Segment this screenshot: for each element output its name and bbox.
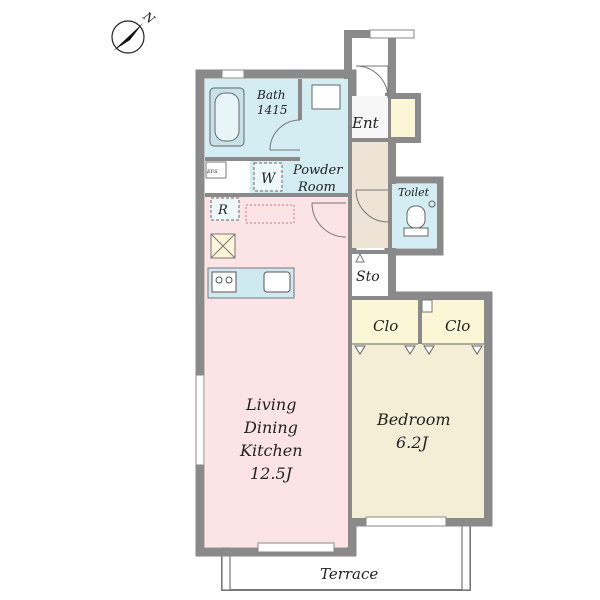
overhead-cabinet (245, 204, 295, 224)
windows (195, 29, 447, 553)
bedroom-label: Bedroom (376, 410, 451, 429)
terrace-label: Terrace (320, 565, 378, 583)
kitchen-sink (263, 271, 291, 293)
room-fills (205, 79, 484, 547)
fridge-box (210, 197, 240, 221)
burner-2-icon (225, 276, 233, 284)
powder-room-label-2: Room (297, 180, 336, 195)
interior-walls (205, 79, 422, 522)
ldk-label-3: Kitchen (239, 441, 303, 460)
closet-doors (352, 299, 484, 355)
window-ldk-bottom (257, 542, 335, 553)
compass-needle-icon (113, 23, 143, 51)
window-entry-top (369, 29, 415, 39)
closet-left-floor (352, 300, 418, 344)
closet-left-label: Clo (373, 317, 398, 335)
bath-label: Bath (256, 88, 286, 102)
powder-room-label-1: Powder (292, 163, 343, 178)
toilet-bowl (406, 205, 426, 229)
compass-n-label: N (140, 8, 158, 26)
fixtures (205, 84, 436, 293)
entrance-floor (352, 96, 388, 140)
closet-hinge-2 (404, 345, 416, 355)
efs-box (205, 161, 227, 179)
hall-floor (352, 140, 388, 248)
closet-hinge-1 (354, 345, 366, 355)
sink-powder (311, 84, 341, 110)
storage-marker-icon (355, 252, 365, 263)
range-hood-x2 (210, 233, 236, 259)
compass: N (111, 8, 158, 54)
ldk-label-1: Living (245, 395, 296, 414)
door-ldk-swing (311, 202, 347, 238)
doors (269, 65, 389, 263)
door-toilet-swing (355, 189, 389, 223)
entrance-label: Ent (351, 114, 380, 132)
closet-hinge-3 (423, 345, 435, 355)
washer-label: W (261, 171, 277, 187)
ent-closet-floor (391, 99, 415, 137)
bedroom-floor (352, 344, 484, 518)
closet-hinge-4 (471, 345, 483, 355)
toilet-paper-icon (428, 200, 436, 208)
washer-box (253, 162, 283, 192)
window-bedroom-bottom (365, 516, 447, 527)
pipe-shaft (421, 299, 433, 313)
door-bath-swing (269, 119, 301, 151)
window-ldk-left (195, 374, 205, 466)
bedroom-size: 6.2J (396, 433, 429, 452)
toilet-tank (403, 227, 429, 237)
room-labels: Bath 1415 Powder Room W R EFS Ent Toilet… (206, 88, 470, 583)
ldk-size: 12.5J (250, 464, 294, 483)
ldk-label-2: Dining (243, 418, 298, 437)
burner-1-icon (215, 276, 223, 284)
storage-label: Sto (356, 269, 380, 285)
closet-right-label: Clo (445, 317, 470, 335)
efs-label: EFS (206, 169, 218, 175)
terrace-rail-right (461, 519, 471, 591)
fridge-label: R (217, 203, 228, 218)
bath-size: 1415 (257, 103, 288, 117)
toilet-label: Toilet (398, 186, 430, 199)
door-entrance-swing (355, 65, 389, 99)
cooktop (211, 271, 237, 293)
bathtub-inner (214, 92, 240, 142)
window-bath-top (221, 69, 245, 79)
